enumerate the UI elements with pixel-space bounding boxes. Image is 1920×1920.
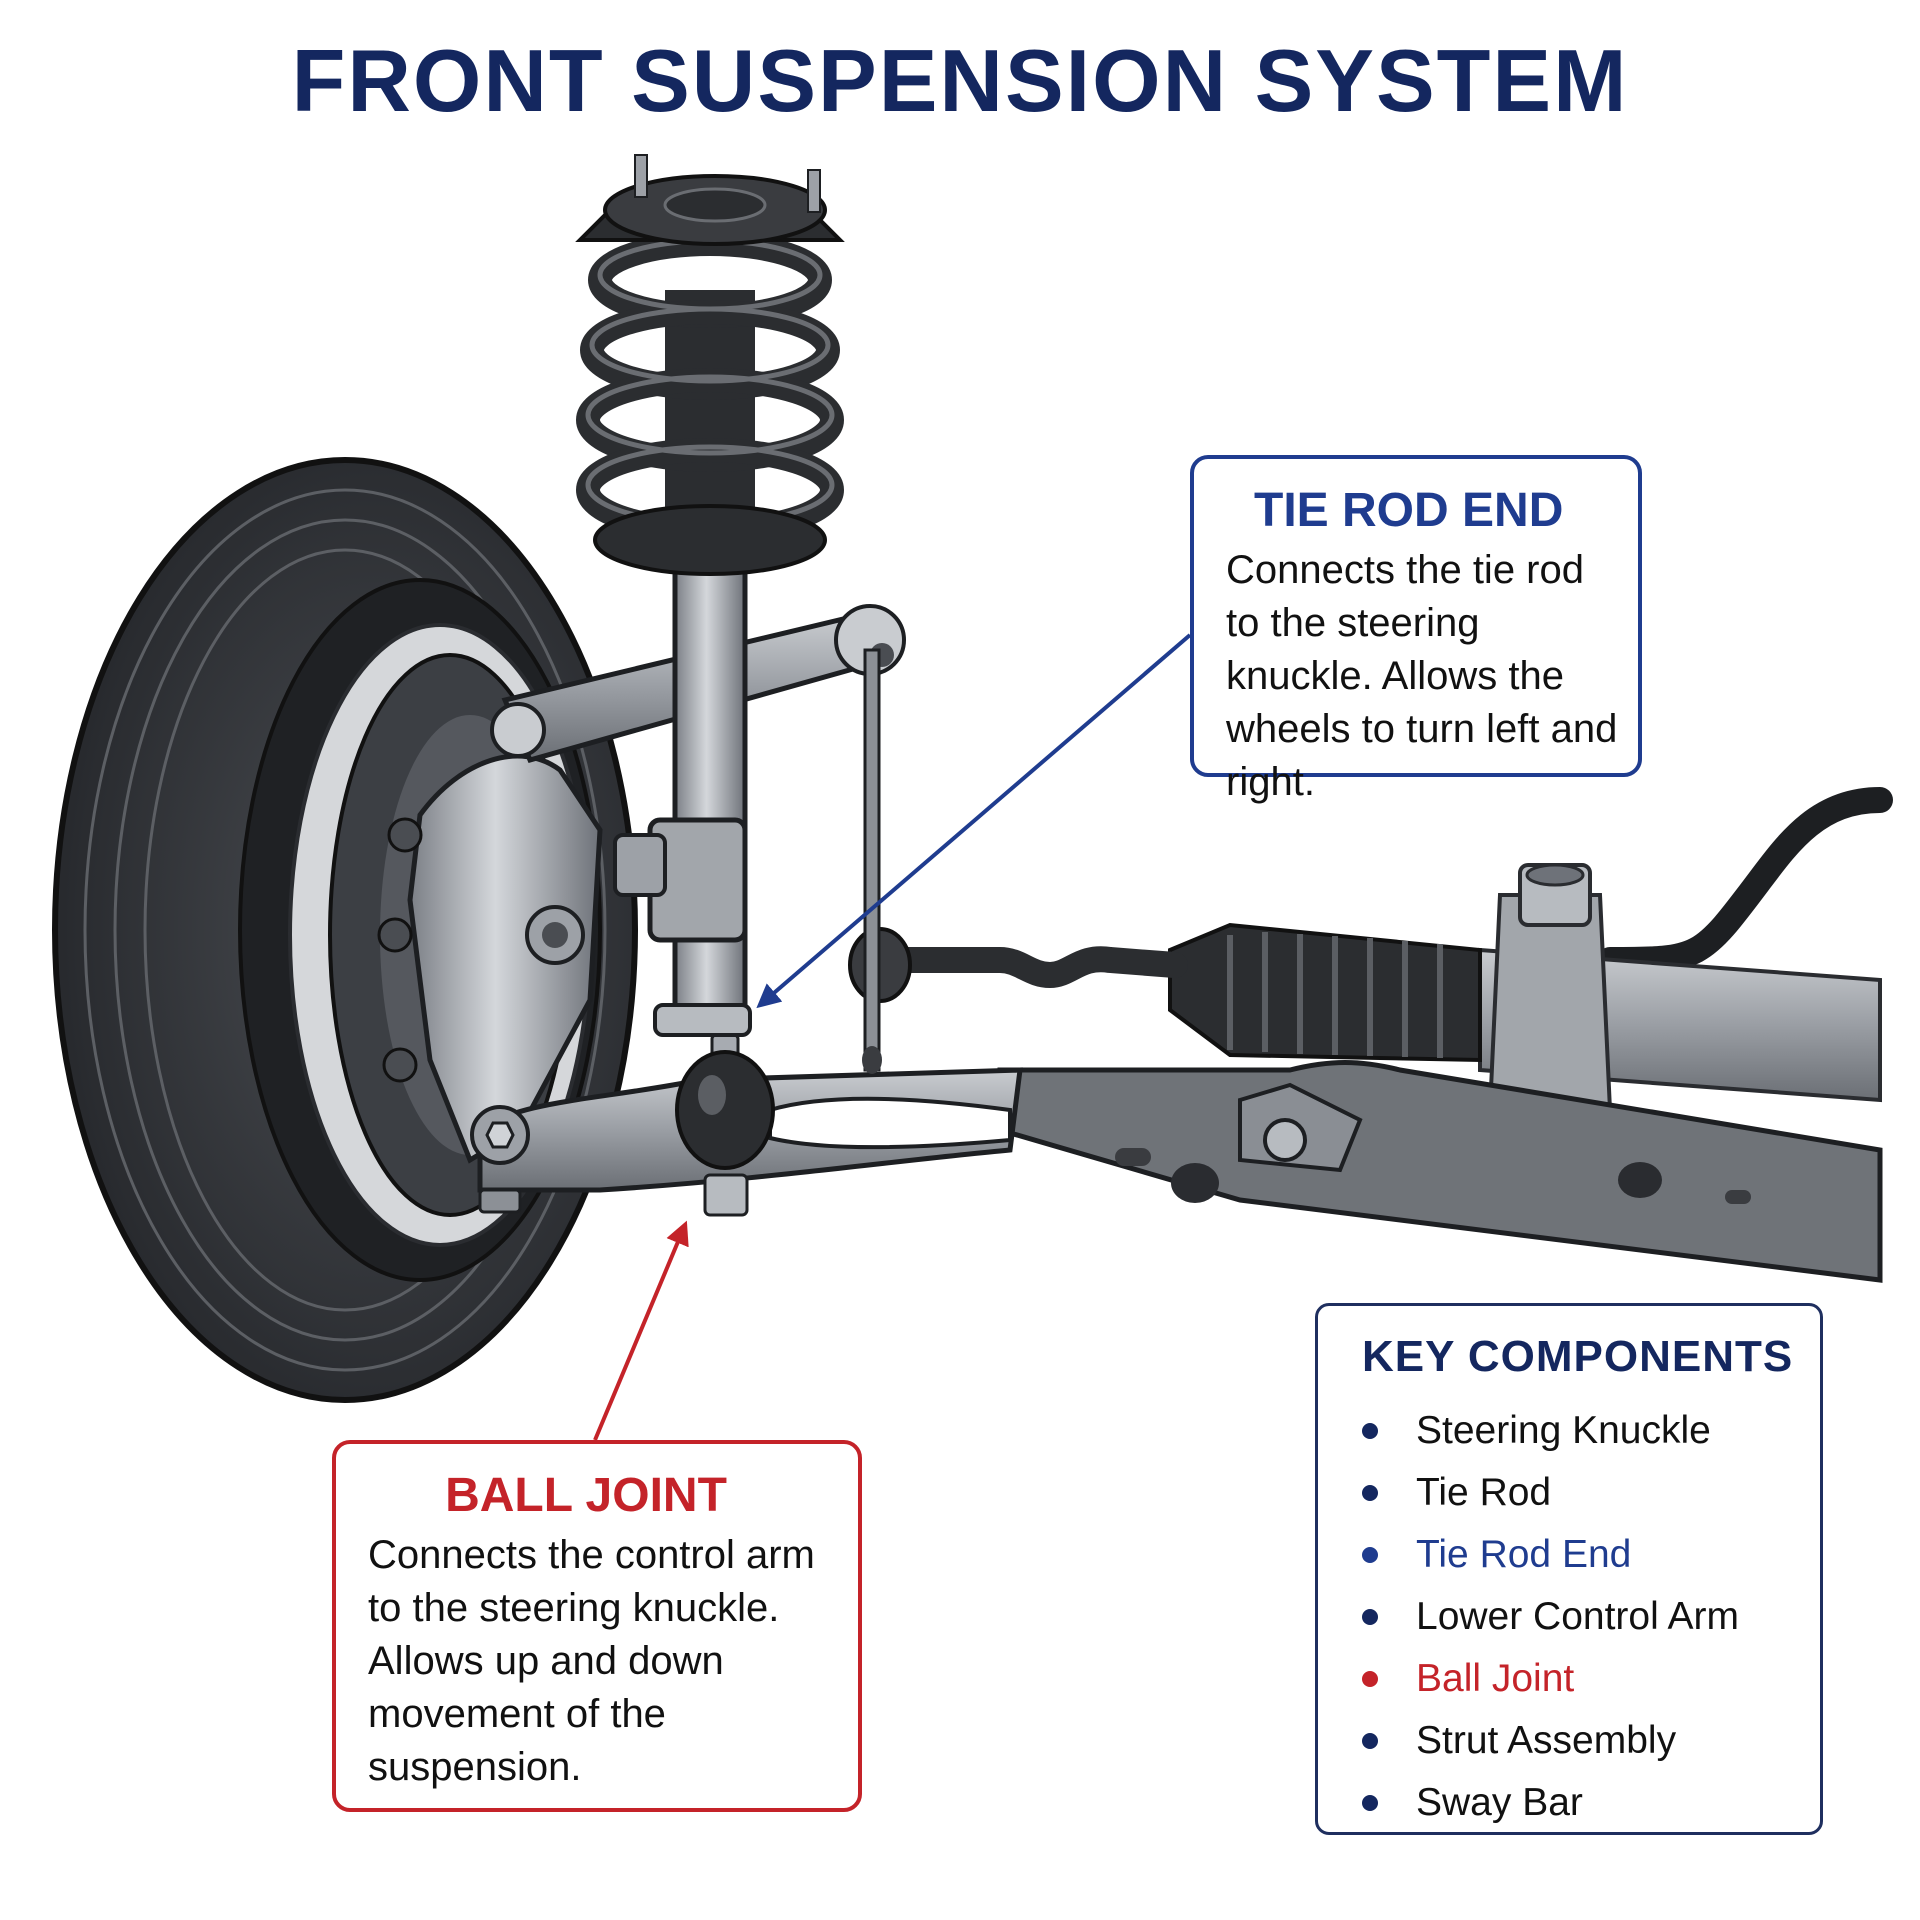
coil-spring — [575, 154, 845, 576]
ball-joint-callout-title: BALL JOINT — [445, 1469, 727, 1522]
tie-rod-end-callout-text: Connects the tie rod to the steering knu… — [1226, 548, 1618, 804]
sway-bar-link — [862, 648, 882, 1074]
bullet-icon — [1362, 1547, 1378, 1563]
rack-boot — [1168, 922, 1482, 1063]
key-component-item: Tie Rod End — [1362, 1524, 1800, 1586]
ball-joint — [675, 1033, 775, 1217]
key-component-item: Ball Joint — [1362, 1648, 1800, 1710]
key-component-label: Tie Rod End — [1416, 1533, 1632, 1576]
key-component-item: Steering Knuckle — [1362, 1400, 1800, 1462]
tie-rod-end-callout-title: TIE ROD END — [1254, 484, 1564, 537]
steering-knuckle — [377, 753, 603, 1164]
sway-bar — [1597, 787, 1893, 973]
key-component-item: Lower Control Arm — [1362, 1586, 1800, 1648]
bullet-icon — [1362, 1795, 1378, 1811]
key-component-label: Strut Assembly — [1416, 1719, 1677, 1762]
tie-rod-end-callout: TIE ROD END Connects the tie rod to the … — [1190, 455, 1642, 804]
bullet-icon — [1362, 1671, 1378, 1687]
bullet-icon — [1362, 1485, 1378, 1501]
key-components-title: KEY COMPONENTS — [1362, 1332, 1794, 1381]
key-component-label: Tie Rod — [1416, 1471, 1552, 1514]
ball-joint-leader-arrow — [593, 1220, 689, 1441]
ball-joint-callout: BALL JOINT Connects the control arm to t… — [332, 1440, 862, 1812]
bullet-icon — [1362, 1733, 1378, 1749]
subframe — [997, 1060, 1883, 1283]
tie-rod-leader-arrow — [756, 633, 1192, 1009]
key-component-label: Ball Joint — [1416, 1657, 1575, 1700]
bullet-icon — [1362, 1609, 1378, 1625]
tie-rod — [848, 927, 1188, 1003]
bullet-icon — [1362, 1423, 1378, 1439]
key-component-label: Steering Knuckle — [1416, 1409, 1711, 1452]
page-title: FRONT SUSPENSION SYSTEM — [291, 31, 1629, 130]
key-component-label: Sway Bar — [1416, 1781, 1583, 1824]
key-component-label: Lower Control Arm — [1416, 1595, 1739, 1638]
key-component-item: Tie Rod — [1362, 1462, 1800, 1524]
key-component-item: Strut Assembly — [1362, 1710, 1800, 1772]
key-component-item: Sway Bar — [1362, 1772, 1800, 1834]
ball-joint-callout-text: Connects the control arm to the steering… — [368, 1533, 815, 1789]
